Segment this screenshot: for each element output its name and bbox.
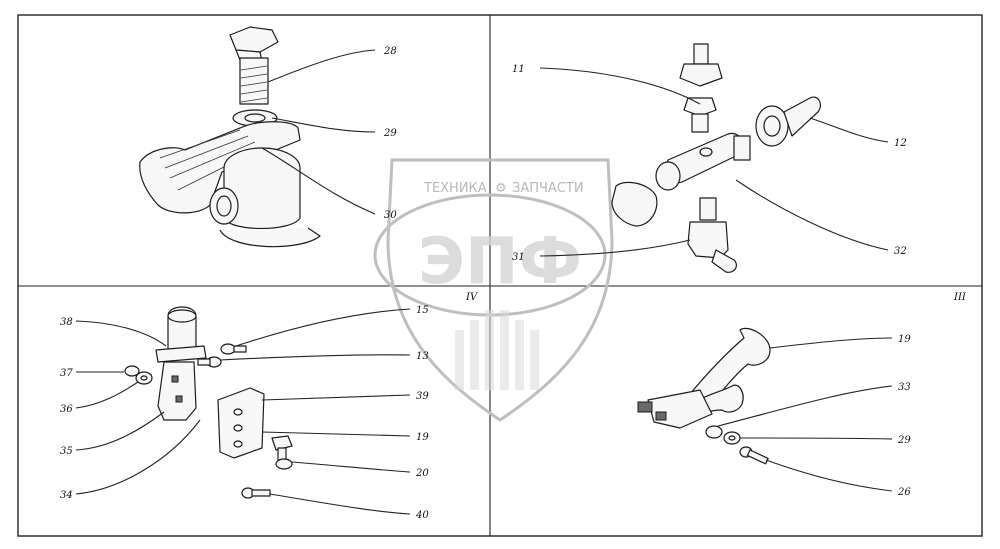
pipe-nut-part xyxy=(679,43,723,87)
leader-19 xyxy=(261,431,411,437)
diagram-frame xyxy=(17,14,983,537)
watermark-text-right: ЗАПЧАСТИ xyxy=(512,181,584,196)
horn-bolt-part xyxy=(739,446,769,465)
spring-washer-part xyxy=(124,365,140,377)
watermark: ТЕХНИКА ⚙ ЗАПЧАСТИ ЭПФ xyxy=(373,158,614,422)
callout-33: 33 xyxy=(898,382,911,393)
adapter-fitting-part xyxy=(683,97,717,133)
callout-19: 19 xyxy=(416,432,429,443)
leader-29 xyxy=(271,117,376,133)
watermark-text-left: ТЕХНИКА xyxy=(423,181,487,196)
leader-33 xyxy=(717,385,893,427)
banjo-bolt-part xyxy=(229,26,279,105)
bolt-part xyxy=(241,487,271,499)
panel-bottom-right: III 19 33 29 26 xyxy=(637,292,967,498)
panel-label-iv: IV xyxy=(465,292,479,303)
callout-36: 36 xyxy=(60,404,73,415)
leader-15 xyxy=(235,308,411,347)
leader-39 xyxy=(261,394,411,401)
panel-top-left: 28 29 30 xyxy=(139,26,397,248)
banjo-fitting-part xyxy=(139,121,321,248)
leader-35 xyxy=(75,411,165,451)
elbow-sensor-part xyxy=(687,197,738,273)
mounting-bracket-part xyxy=(217,387,265,459)
callout-38: 38 xyxy=(60,317,73,328)
leader-28 xyxy=(267,49,376,83)
panel-label-iii: III xyxy=(953,292,967,303)
callout-11: 11 xyxy=(512,64,525,75)
leader-29b xyxy=(739,437,893,440)
callout-28: 28 xyxy=(383,46,397,57)
small-screw-part xyxy=(197,343,247,368)
leader-36 xyxy=(75,381,139,409)
watermark-wheat-icon xyxy=(455,310,539,390)
horn-washer-part xyxy=(705,425,741,445)
leader-20 xyxy=(291,461,411,473)
callout-32: 32 xyxy=(894,246,907,257)
callout-35: 35 xyxy=(60,446,73,457)
watermark-letters: ЭПФ xyxy=(418,225,582,299)
callout-13: 13 xyxy=(416,351,429,362)
rubber-cap-part xyxy=(611,181,658,227)
leader-32 xyxy=(735,179,889,251)
leader-12 xyxy=(809,117,889,143)
panel-bottom-left: IV xyxy=(60,292,479,521)
air-horn-part xyxy=(637,327,771,429)
leader-38 xyxy=(75,320,167,347)
callout-37: 37 xyxy=(60,368,73,379)
watermark-gear-icon: ⚙ xyxy=(495,181,507,196)
callout-34: 34 xyxy=(60,490,73,501)
callout-15: 15 xyxy=(416,305,429,316)
callout-39: 39 xyxy=(416,391,429,402)
leader-40 xyxy=(269,493,411,515)
leader-13 xyxy=(219,354,411,361)
callout-19b: 19 xyxy=(898,334,911,345)
callout-20: 20 xyxy=(415,468,429,479)
leader-11 xyxy=(539,67,701,105)
tee-body-part xyxy=(655,132,751,191)
callout-12: 12 xyxy=(894,138,907,149)
temperature-sensor-part xyxy=(755,96,822,147)
callout-30: 30 xyxy=(384,210,397,221)
leader-34 xyxy=(75,419,201,495)
pressure-switch-part xyxy=(155,306,207,421)
leader-31 xyxy=(539,239,691,257)
terminal-screw-part xyxy=(271,435,293,470)
watermark-shield xyxy=(386,158,614,422)
callout-40: 40 xyxy=(415,510,429,521)
leader-26 xyxy=(765,459,893,492)
leader-30 xyxy=(261,147,376,215)
panel-top-right: 11 12 31 32 xyxy=(512,43,907,273)
leader-19b xyxy=(769,337,893,349)
callout-26: 26 xyxy=(897,487,911,498)
callout-31: 31 xyxy=(512,252,525,263)
nut-part xyxy=(135,371,153,385)
callout-29: 29 xyxy=(383,128,397,139)
callout-29b: 29 xyxy=(897,435,911,446)
